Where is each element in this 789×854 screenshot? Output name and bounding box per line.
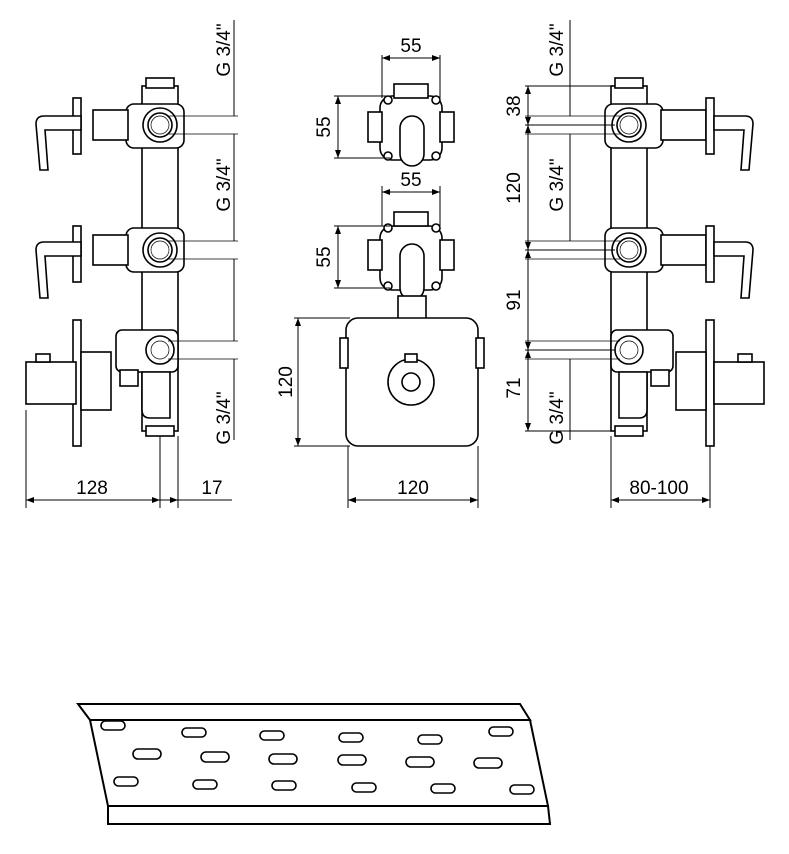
plate-height-label: 120	[276, 366, 297, 398]
front-mid-width-label: 55	[400, 170, 421, 191]
spacing-91-label: 91	[504, 289, 525, 310]
front-view	[294, 55, 485, 508]
front-top-height-label: 55	[314, 116, 335, 137]
left-width-label: 128	[76, 478, 108, 499]
spacing-120-label: 120	[504, 172, 525, 204]
spacing-71-label: 71	[504, 377, 525, 398]
left-depth-label: 17	[201, 478, 222, 499]
right-thread-mid-label: G 3/4"	[547, 158, 568, 211]
rail-slots	[100, 720, 535, 795]
front-mid-height-label: 55	[314, 246, 335, 267]
left-thread-bottom-label: G 3/4"	[214, 391, 235, 444]
plate-width-label: 120	[397, 478, 429, 499]
right-side-view	[525, 20, 765, 508]
left-side-view	[25, 20, 238, 508]
left-thread-mid-label: G 3/4"	[214, 158, 235, 211]
right-thread-top-label: G 3/4"	[547, 23, 568, 76]
left-thread-top-label: G 3/4"	[214, 23, 235, 76]
front-top-width-label: 55	[400, 36, 421, 57]
right-thread-bottom-label: G 3/4"	[547, 391, 568, 444]
spacing-38-label: 38	[504, 95, 525, 116]
right-depth-label: 80-100	[629, 478, 688, 499]
mounting-rail	[76, 703, 552, 825]
